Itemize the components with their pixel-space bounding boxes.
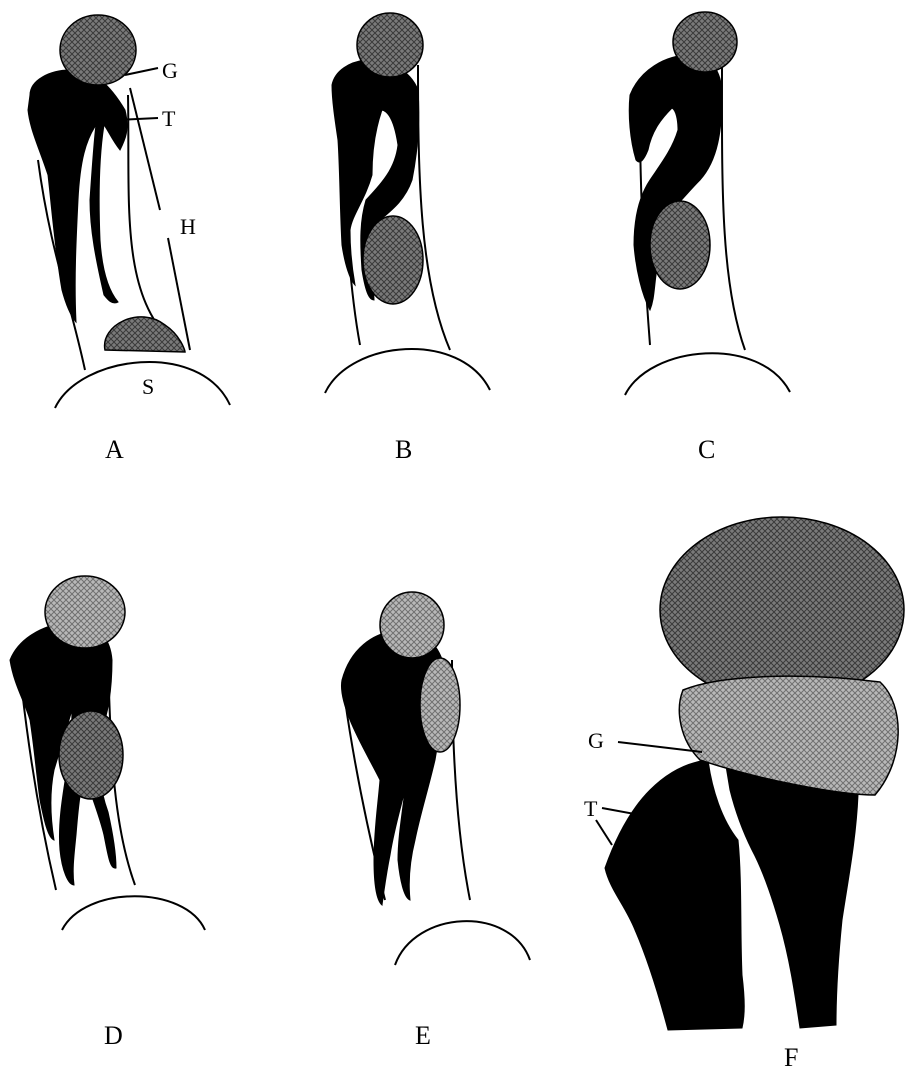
panel-f: G T F xyxy=(584,517,904,1072)
pollen-grain xyxy=(59,711,123,799)
pollen-grain xyxy=(673,12,737,72)
pollen-grain xyxy=(357,13,423,77)
panel-c: C xyxy=(625,12,790,464)
hair-outline xyxy=(722,60,745,350)
label-line xyxy=(130,88,160,210)
label-t: T xyxy=(584,796,598,821)
label-s: S xyxy=(142,374,154,399)
hair-outline xyxy=(418,65,450,350)
panel-a: G T H S A xyxy=(28,15,230,464)
pollen-grain xyxy=(650,201,710,289)
panel-e: E xyxy=(341,592,530,1050)
stigma-cell xyxy=(625,353,790,395)
label-line xyxy=(596,820,612,845)
pollen-tube xyxy=(605,760,744,1030)
pollen-grain xyxy=(679,676,898,795)
label-h: H xyxy=(180,214,196,239)
pollen-grain xyxy=(60,15,136,85)
label-t: T xyxy=(162,106,176,131)
label-g: G xyxy=(588,728,604,753)
pollen-tube xyxy=(725,760,858,1028)
panel-label-d: D xyxy=(104,1021,123,1050)
hair-outline xyxy=(128,95,170,340)
pollen-grain xyxy=(363,216,423,304)
stigma-cell xyxy=(325,349,490,393)
panel-label-b: B xyxy=(395,435,412,464)
panel-d: D xyxy=(10,576,205,1050)
label-g: G xyxy=(162,58,178,83)
basal-grain xyxy=(105,317,185,352)
panel-label-f: F xyxy=(784,1043,798,1072)
panel-label-e: E xyxy=(415,1021,431,1050)
pollen-grain xyxy=(660,517,904,703)
pollen-grain xyxy=(45,576,125,648)
pollen-grain xyxy=(380,592,444,658)
stigma-cell xyxy=(395,921,530,965)
panel-label-c: C xyxy=(698,435,715,464)
panel-b: B xyxy=(325,13,490,464)
pollen-grain xyxy=(420,658,460,752)
panel-label-a: A xyxy=(105,435,124,464)
stigma-cell xyxy=(62,896,205,930)
